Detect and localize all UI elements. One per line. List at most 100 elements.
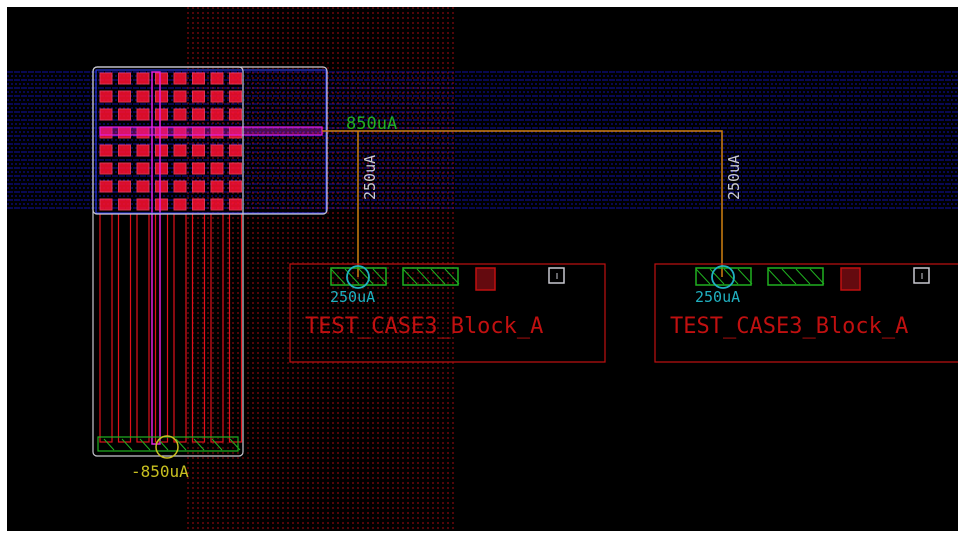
hatch (229, 438, 241, 451)
hatch (157, 438, 169, 451)
branch-left-label: 250uA (361, 155, 379, 200)
via-square (118, 180, 131, 193)
via-square (229, 180, 242, 193)
sink-pin-circle (155, 435, 179, 459)
hatch (809, 268, 825, 285)
block-instance[interactable]: TEST_CASE3_Block_A 250uA (654, 263, 960, 363)
via-square (99, 180, 113, 193)
via-square (173, 198, 187, 211)
wire-right[interactable] (322, 130, 723, 277)
hatch (723, 268, 739, 285)
via-square (210, 162, 224, 175)
via-square (99, 90, 113, 103)
hatch (430, 268, 446, 285)
via-square (229, 72, 242, 85)
via-square (155, 162, 168, 175)
via-square (229, 108, 242, 121)
hatch (695, 268, 711, 285)
metal-v-strap (154, 213, 169, 443)
via-square (192, 198, 205, 211)
red-contact (840, 267, 861, 291)
via-square (173, 180, 187, 193)
hatch (103, 438, 115, 451)
pin-circle (346, 265, 370, 289)
via-square (155, 180, 168, 193)
via-square (136, 144, 150, 157)
block-instance[interactable]: TEST_CASE3_Block_A 250uA (289, 263, 606, 363)
via-square (210, 72, 224, 85)
via-square (118, 72, 131, 85)
via-square (173, 72, 187, 85)
metal-v-strap (99, 213, 113, 443)
hatch (344, 268, 360, 285)
metal-v-strap (117, 213, 132, 443)
power-pad-cell[interactable] (92, 66, 328, 459)
via-square (192, 72, 205, 85)
via-square (192, 108, 205, 121)
via-square (155, 72, 168, 85)
via-square (173, 108, 187, 121)
via-square (118, 108, 131, 121)
ground-contact (97, 436, 239, 452)
metal-v-strap (228, 213, 243, 443)
metal-v-strap (173, 213, 187, 443)
block-outline (289, 263, 606, 363)
via-square (155, 108, 168, 121)
layout-view[interactable]: 850uA 250uA 250uA TEST_CASE3_Block_A 250… (7, 7, 960, 531)
via-square (210, 180, 224, 193)
via-square (136, 198, 150, 211)
via-square (229, 90, 242, 103)
via-square (155, 198, 168, 211)
pin-current-label: 250uA (330, 288, 375, 306)
branch-right-label: 250uA (725, 155, 743, 200)
block-outline (654, 263, 960, 363)
pin-circle (711, 265, 735, 289)
sink-current-label: -850uA (131, 462, 189, 481)
via-square (118, 198, 131, 211)
block-name: TEST_CASE3_Block_A (305, 314, 543, 339)
metal-v-strap (136, 213, 150, 443)
hatch (402, 268, 418, 285)
via-square (136, 108, 150, 121)
red-contact (475, 267, 496, 291)
via-square (99, 72, 113, 85)
green-contact (767, 267, 824, 286)
white-pin (913, 267, 930, 284)
hatch (372, 268, 388, 285)
white-pin (548, 267, 565, 284)
via-square (192, 90, 205, 103)
hatch (795, 268, 811, 285)
via-square (229, 198, 242, 211)
via-square (229, 144, 242, 157)
block-name: TEST_CASE3_Block_A (670, 314, 908, 339)
via-square (99, 108, 113, 121)
via-square (173, 144, 187, 157)
hatch (781, 268, 797, 285)
via-square (155, 144, 168, 157)
hatch (139, 438, 151, 451)
via-square (229, 162, 242, 175)
via-square (118, 90, 131, 103)
pad-outline-column (92, 66, 244, 457)
pin-current-label: 250uA (695, 288, 740, 306)
via-square (210, 144, 224, 157)
via-square (173, 90, 187, 103)
magenta-strap-h (99, 126, 323, 136)
via-square (99, 162, 113, 175)
hatch (767, 268, 783, 285)
hatch (330, 268, 346, 285)
via-square (136, 90, 150, 103)
current-wires (322, 130, 723, 277)
layout-canvas[interactable]: 850uA 250uA 250uA TEST_CASE3_Block_A 250… (7, 7, 960, 531)
via-square (210, 108, 224, 121)
source-current-label: 850uA (346, 114, 397, 134)
green-contact (695, 267, 752, 286)
via-square (210, 90, 224, 103)
hatch (416, 268, 432, 285)
hatch (709, 268, 725, 285)
hatch (737, 268, 753, 285)
via-square (99, 198, 113, 211)
hatch (211, 438, 223, 451)
hatch (121, 438, 133, 451)
hatch (444, 268, 460, 285)
